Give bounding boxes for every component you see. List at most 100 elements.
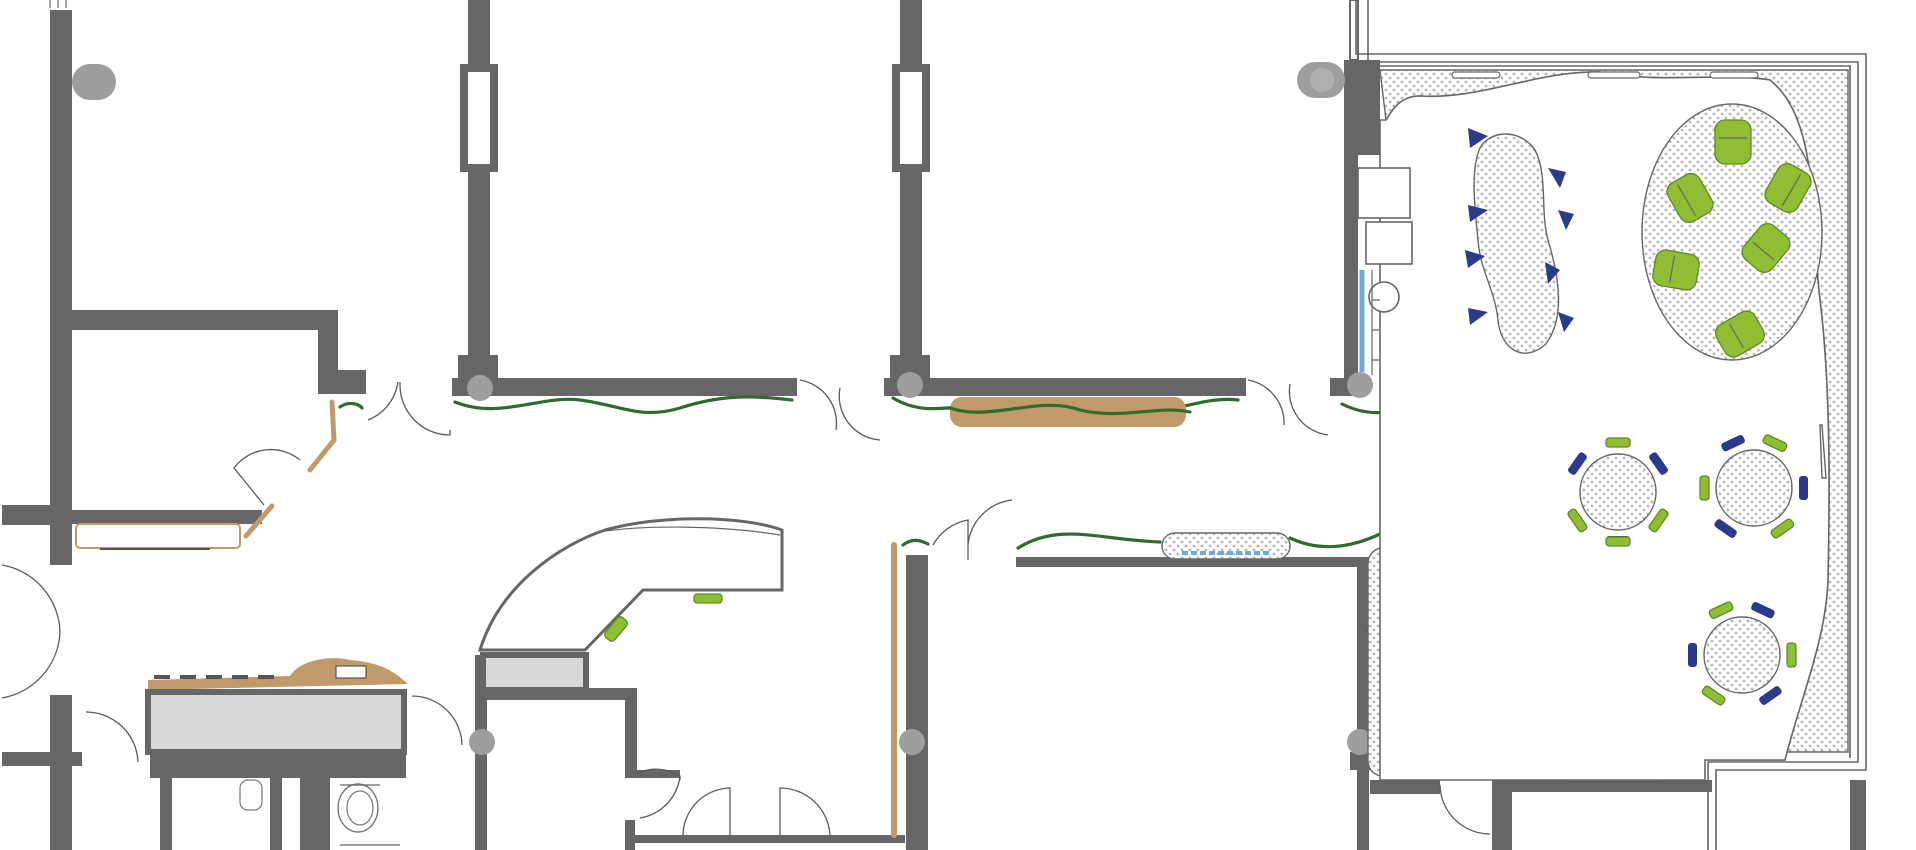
planter-icon <box>948 403 1192 416</box>
planter-icon <box>453 395 794 415</box>
cabinet-legs <box>1371 270 1380 375</box>
toilet-icon <box>346 790 374 826</box>
chair-icon <box>1764 162 1812 214</box>
wall-right-column <box>1344 60 1358 390</box>
kitchen-sink <box>480 652 589 693</box>
wall-office-right <box>318 310 338 382</box>
wall-mark <box>49 0 67 8</box>
wall-lower-step <box>625 688 637 776</box>
wall-wc-left <box>160 770 172 850</box>
window-slot-2 <box>892 64 930 172</box>
chair-icon <box>604 616 628 642</box>
chair-icon <box>1741 223 1791 273</box>
chair-icon <box>1558 210 1574 230</box>
lounge-rug <box>1641 103 1823 361</box>
wall-right-room-right <box>1850 780 1866 850</box>
chair-icon <box>1468 308 1488 325</box>
panel-icon <box>335 665 367 679</box>
wall-clip <box>1451 71 1501 79</box>
chair-icon <box>1548 168 1566 188</box>
wall-wc-mid <box>270 770 282 850</box>
wall-pier-2 <box>900 0 922 385</box>
wall-left-vertical <box>50 10 72 565</box>
door-swing-icon <box>233 448 301 506</box>
cabinet <box>1365 221 1413 265</box>
wood-rail <box>243 503 275 539</box>
wall-corridor-2 <box>884 378 1246 396</box>
bar-table <box>1465 128 1574 354</box>
oval-lounge <box>1641 103 1823 361</box>
round-table-icon <box>1688 601 1797 706</box>
sink-icon <box>239 779 263 811</box>
storage <box>1357 167 1413 375</box>
reception-area <box>145 658 408 846</box>
chair-icon <box>1652 249 1700 291</box>
reception-desk-top <box>148 658 408 690</box>
wall-lower-bottom <box>625 770 680 778</box>
wood-shelf <box>75 523 241 549</box>
chair-icon <box>1468 128 1488 148</box>
wood-elements <box>75 397 1192 838</box>
planter-icon <box>338 401 364 410</box>
window-bar <box>1161 532 1411 777</box>
kitchen-counter-edge <box>599 526 781 536</box>
wall-right-room-top <box>1512 780 1712 792</box>
kitchen-area <box>477 517 784 693</box>
door-swing-icon <box>85 711 139 763</box>
chair-icon <box>1468 205 1488 222</box>
wall-right-top <box>1358 60 1380 155</box>
wall-wc-top <box>150 752 406 778</box>
wall-right-room-left <box>1492 780 1512 850</box>
column-icon <box>1347 729 1373 755</box>
wall-office-bottom <box>72 510 262 524</box>
column-icon <box>899 729 925 755</box>
column-icon <box>897 372 923 398</box>
door-swing-icon <box>1247 379 1329 436</box>
door-swing-icon <box>682 787 831 836</box>
cabinet <box>1357 167 1411 219</box>
gravel-bed <box>1161 532 1291 560</box>
column-icon <box>1347 372 1373 398</box>
exterior-envelope <box>1355 0 1867 850</box>
exterior-envelope-inner <box>1376 65 1851 758</box>
door-swing-icon <box>799 379 881 441</box>
chair-icon <box>693 593 723 604</box>
column-icon <box>72 64 116 100</box>
wall-lower-bottom-2 <box>625 835 905 843</box>
wall-left-stub <box>2 505 52 525</box>
round-tables <box>1567 434 1808 706</box>
wood-bench <box>950 397 1186 427</box>
wall-edge <box>1819 424 1827 479</box>
door-swing-icon <box>635 768 681 819</box>
door-swing-icon <box>1439 784 1491 835</box>
door-swing-icon <box>1 564 61 699</box>
wall-left-lower <box>50 695 72 850</box>
cabinet <box>1368 281 1400 313</box>
wall-mid-room-left <box>906 555 928 850</box>
wall-left-stub-lower <box>2 752 82 766</box>
round-table-icon <box>1567 437 1669 547</box>
kitchen-counter <box>477 517 784 652</box>
wall-office-right-stub <box>318 370 366 394</box>
wc-fixture <box>340 784 400 846</box>
chair-icon <box>1545 262 1560 284</box>
wood-rail <box>307 399 337 473</box>
walls <box>2 0 1867 850</box>
wall-wc-right <box>300 770 330 850</box>
chair-icon <box>1558 312 1574 332</box>
chair-icon <box>1714 310 1766 358</box>
keyboards <box>154 675 274 679</box>
wall-office-top <box>72 310 334 330</box>
wall-corridor-1 <box>452 378 797 396</box>
wall-mid-bottom <box>1370 780 1440 794</box>
door-swing-icon <box>932 499 1013 560</box>
door-swing-icon <box>367 381 451 436</box>
wall-mid-room-top <box>1016 557 1366 567</box>
round-table-icon <box>1699 434 1808 539</box>
wall-mid-room-right <box>1357 557 1369 850</box>
reception-counter <box>145 689 407 755</box>
chair-icon <box>1666 172 1714 224</box>
column-icon <box>1310 68 1334 92</box>
planter-icon <box>901 538 930 547</box>
